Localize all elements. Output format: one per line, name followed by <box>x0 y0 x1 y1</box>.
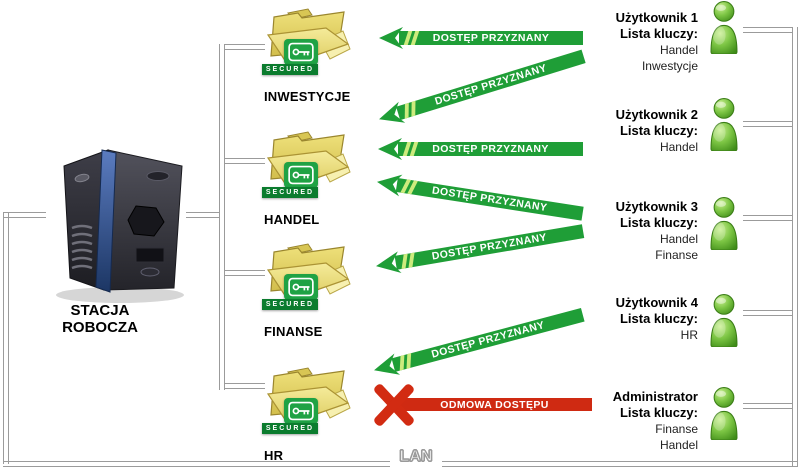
line-right-vertical <box>792 27 798 467</box>
arrowhead-icon <box>379 27 403 49</box>
x-icon <box>369 380 419 430</box>
arrowhead-icon <box>374 353 401 375</box>
user-name: Administrator <box>612 389 698 404</box>
folder-finanse: SECURED FINANSE <box>258 238 354 339</box>
person-icon <box>710 387 738 440</box>
line-stub-admin <box>743 403 792 409</box>
line-workstation-left <box>3 212 46 218</box>
user3-text: Użytkownik 3 Lista kluczy: Handel Finans… <box>548 199 698 263</box>
person-icon <box>710 98 738 151</box>
line-workstation-right <box>186 212 220 218</box>
user1-text: Użytkownik 1 Lista kluczy: Handel Inwest… <box>548 10 698 74</box>
arrow-granted-user4-hr: DOSTĘP PRZYZNANY <box>370 302 586 383</box>
secured-badge: SECURED <box>262 423 318 434</box>
secured-badge: SECURED <box>262 64 318 75</box>
user-key: Handel <box>659 232 698 246</box>
pc-tower-icon <box>56 149 184 303</box>
workstation-label: STACJA ROBOCZA <box>62 302 138 336</box>
line-stub-handel <box>225 158 265 164</box>
user-key: HR <box>680 328 698 342</box>
arrow-granted-user1-handel: DOSTĘP PRZYZNANY <box>374 44 587 132</box>
line-stub-user3 <box>743 215 792 221</box>
user2-text: Użytkownik 2 Lista kluczy: Handel <box>548 107 698 155</box>
user-keys-label: Lista kluczy: <box>619 123 698 138</box>
person-icon <box>710 1 738 54</box>
user-keys-label: Lista kluczy: <box>619 405 698 420</box>
line-stub-user4 <box>743 310 792 316</box>
folder-handel: SECURED HANDEL <box>258 126 354 227</box>
user-name: Użytkownik 3 <box>615 199 698 214</box>
user-keys-label: Lista kluczy: <box>619 26 698 41</box>
arrow-granted-user2-handel: DOSTĘP PRZYZNANY <box>377 136 583 162</box>
line-stub-user2 <box>743 121 792 127</box>
user-keys-label: Lista kluczy: <box>619 215 698 230</box>
folder-label: HANDEL <box>264 212 320 227</box>
line-lan-bottom-left <box>3 461 392 467</box>
user-key: Finanse <box>655 422 698 436</box>
line-stub-hr <box>225 383 265 389</box>
secured-badge: SECURED <box>262 187 318 198</box>
line-left-vertical <box>3 212 9 464</box>
user-key: Handel <box>659 438 698 452</box>
folder-inwestycje: SECURED INWESTYCJE <box>258 3 354 104</box>
user-key: Inwestycje <box>641 59 698 73</box>
user-name: Użytkownik 1 <box>615 10 698 25</box>
key-icon <box>284 39 318 65</box>
user-name: Użytkownik 2 <box>615 107 698 122</box>
lan-label: LAN <box>390 446 442 468</box>
line-folders-vertical <box>219 44 225 390</box>
user-key: Finanse <box>655 248 698 262</box>
arrow-granted-user3-handel: DOSTĘP PRZYZNANY <box>374 169 585 227</box>
arrow-granted-user1-inwestycje: DOSTĘP PRZYZNANY <box>378 25 583 51</box>
key-icon <box>284 162 318 188</box>
user-name: Użytkownik 4 <box>615 295 698 310</box>
line-lan-bottom-right <box>440 461 797 467</box>
user-keys-label: Lista kluczy: <box>619 311 698 326</box>
arrow-denied-admin-hr: ODMOWA DOSTĘPU <box>397 398 592 411</box>
key-icon <box>284 398 318 424</box>
person-icon <box>710 294 738 347</box>
admin-text: Administrator Lista kluczy: Finanse Hand… <box>548 389 698 453</box>
folder-label: HR <box>264 448 284 463</box>
folder-label: INWESTYCJE <box>264 89 351 104</box>
folder-label: FINANSE <box>264 324 323 339</box>
line-stub-finanse <box>225 270 265 276</box>
user-key: Handel <box>659 140 698 154</box>
folder-hr: SECURED HR <box>258 362 354 463</box>
secured-badge: SECURED <box>262 299 318 310</box>
user-key: Handel <box>659 43 698 57</box>
user4-text: Użytkownik 4 Lista kluczy: HR <box>548 295 698 343</box>
person-icon <box>710 197 738 250</box>
arrowhead-icon <box>378 138 402 160</box>
line-stub-inwestycje <box>225 44 265 50</box>
arrowhead-icon <box>379 101 406 123</box>
line-stub-user1 <box>743 27 792 33</box>
key-icon <box>284 274 318 300</box>
arrow-granted-user3-finanse: DOSTĘP PRZYZNANY <box>373 218 585 279</box>
